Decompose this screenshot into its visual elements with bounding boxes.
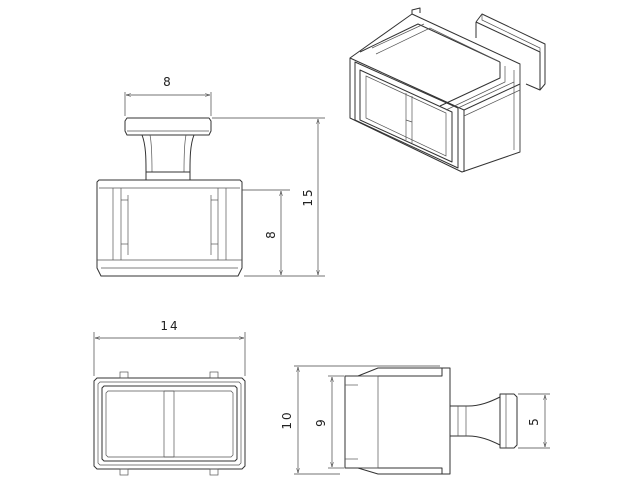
isometric-view xyxy=(349,7,546,173)
side-view xyxy=(344,367,518,475)
dimension-label-bottom-width: 14 xyxy=(160,319,179,333)
dimension-body-height: 8 xyxy=(242,189,290,275)
dimension-side-inner: 9 xyxy=(314,375,344,469)
dimension-tab-height: 5 xyxy=(518,393,550,449)
dimension-label-body-height: 8 xyxy=(264,229,278,239)
dimension-label-tab-height: 5 xyxy=(527,416,541,426)
dimension-side-outer: 10 xyxy=(280,365,440,475)
dimension-label-side-outer: 10 xyxy=(280,410,294,429)
dimension-total-height: 15 xyxy=(212,117,325,277)
dimension-bottom-width: 14 xyxy=(93,319,246,376)
dimension-top-width: 8 xyxy=(124,75,212,116)
bottom-view xyxy=(93,371,246,476)
dimension-label-top-width: 8 xyxy=(163,75,173,89)
front-view xyxy=(96,117,243,277)
dimension-label-total-height: 15 xyxy=(301,187,315,206)
dimension-label-side-inner: 9 xyxy=(314,417,328,427)
